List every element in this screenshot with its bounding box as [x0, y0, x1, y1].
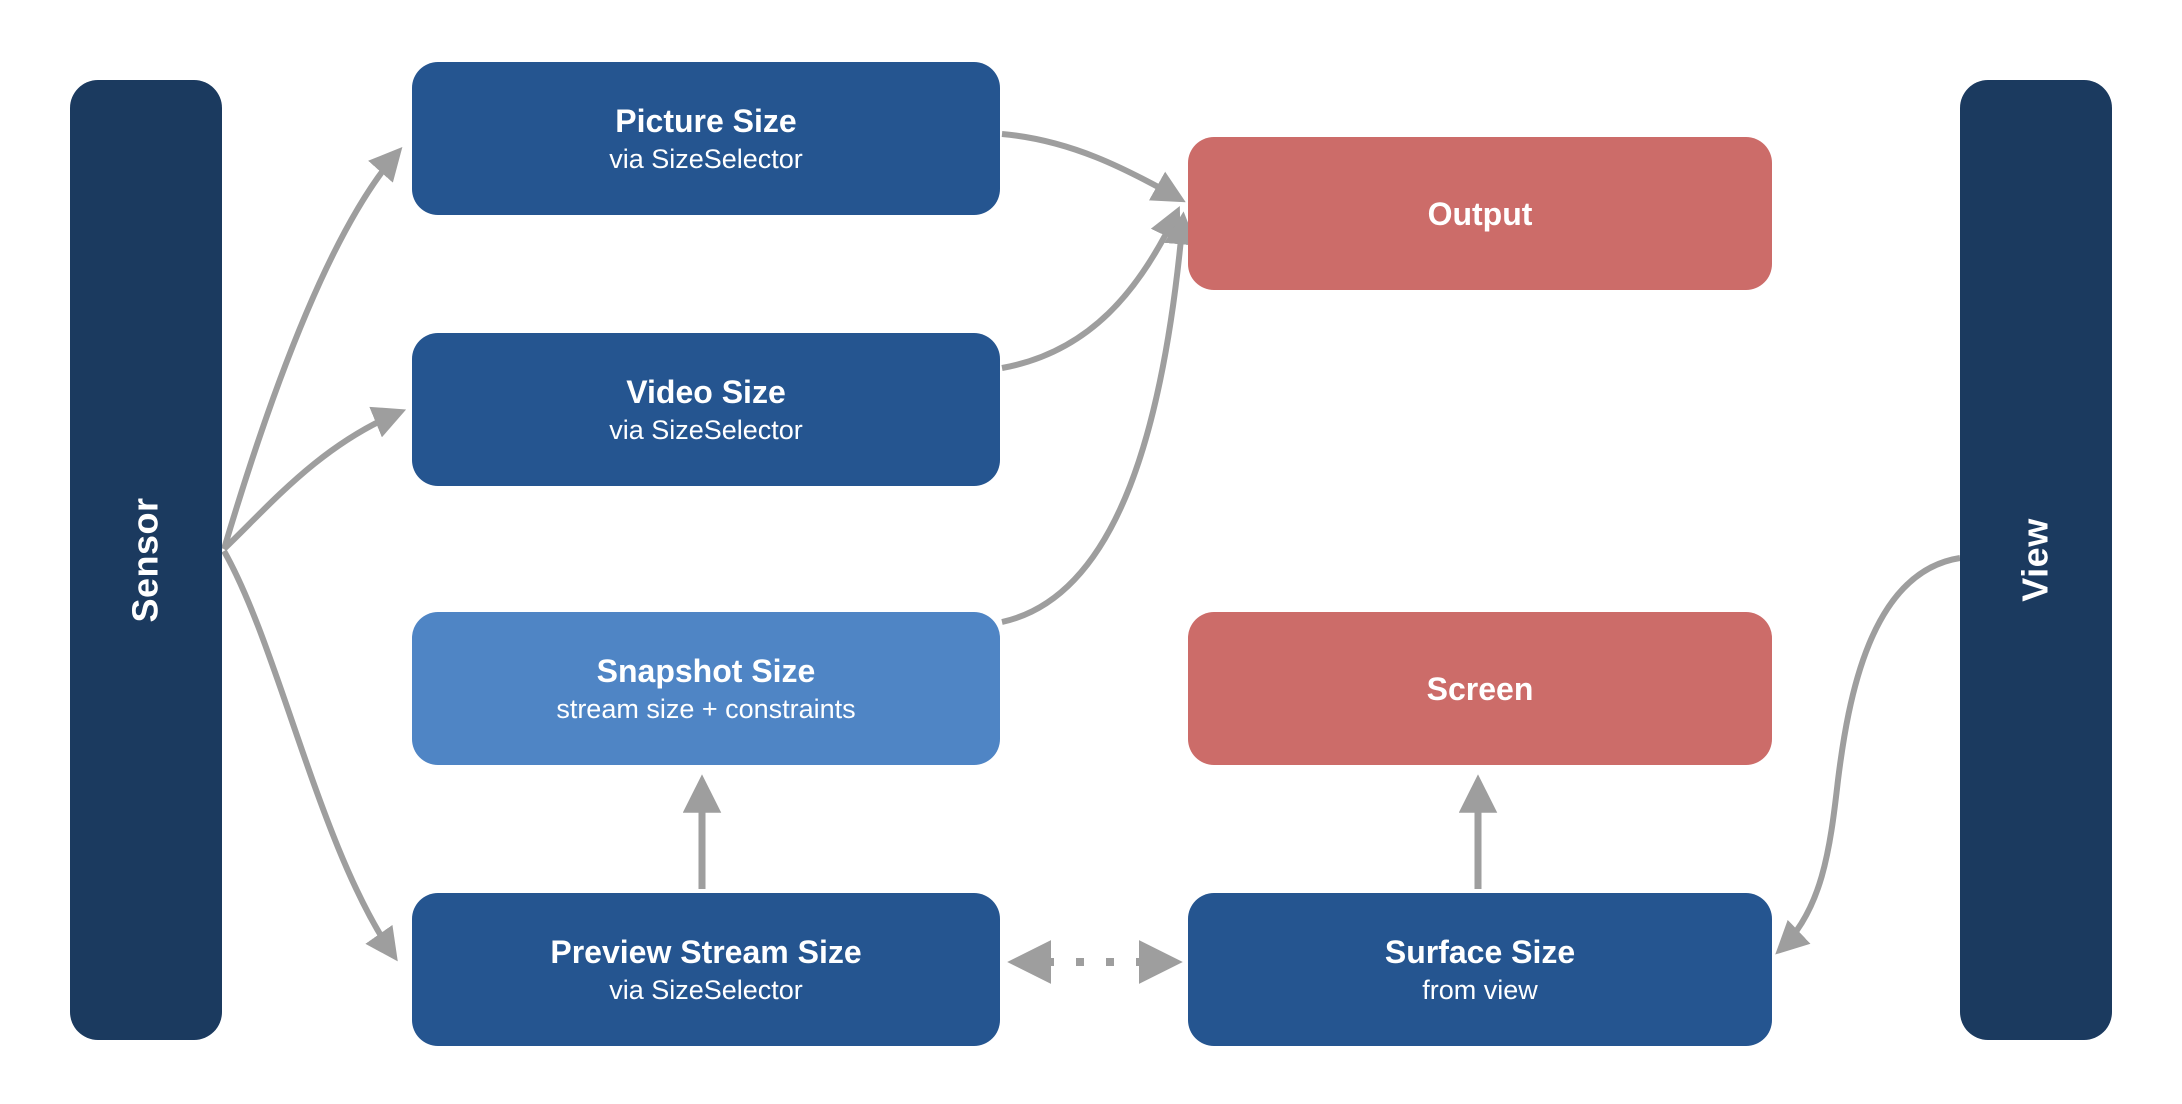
- node-title: Surface Size: [1384, 933, 1576, 970]
- node-title: Screen: [1426, 670, 1534, 707]
- node-preview-stream-size: Preview Stream Size via SizeSelector: [412, 893, 1000, 1046]
- edge-sensor-to-preview-stream-size: [221, 549, 398, 962]
- sensor-lane-label: Sensor: [124, 497, 166, 623]
- view-lane-label: View: [2014, 518, 2056, 602]
- node-title: Picture Size: [615, 102, 797, 139]
- node-output: Output: [1188, 137, 1772, 290]
- node-title: Video Size: [626, 373, 786, 410]
- node-subtitle: from view: [1422, 974, 1538, 1005]
- view-lane: View: [1960, 80, 2112, 1040]
- node-snapshot-size: Snapshot Size stream size + constraints: [412, 612, 1000, 765]
- node-title: Snapshot Size: [596, 652, 816, 689]
- node-surface-size: Surface Size from view: [1188, 893, 1772, 1046]
- edge-sensor-to-video-size: [221, 406, 407, 552]
- node-screen: Screen: [1188, 612, 1772, 765]
- edge-picture-size-to-output: [1001, 131, 1186, 203]
- node-subtitle: via SizeSelector: [609, 143, 803, 174]
- edge-snapshot-size-to-output: [1001, 211, 1198, 625]
- sensor-lane: Sensor: [70, 80, 222, 1040]
- node-subtitle: stream size + constraints: [556, 693, 856, 724]
- node-title: Preview Stream Size: [550, 933, 862, 970]
- node-subtitle: via SizeSelector: [609, 414, 803, 445]
- edge-video-size-to-output: [1001, 206, 1181, 371]
- node-subtitle: via SizeSelector: [609, 974, 803, 1005]
- node-video-size: Video Size via SizeSelector: [412, 333, 1000, 486]
- edge-view-to-surface-size: [1775, 555, 1961, 955]
- node-title: Output: [1427, 195, 1533, 232]
- edge-sensor-to-picture-size: [221, 147, 403, 550]
- node-picture-size: Picture Size via SizeSelector: [412, 62, 1000, 215]
